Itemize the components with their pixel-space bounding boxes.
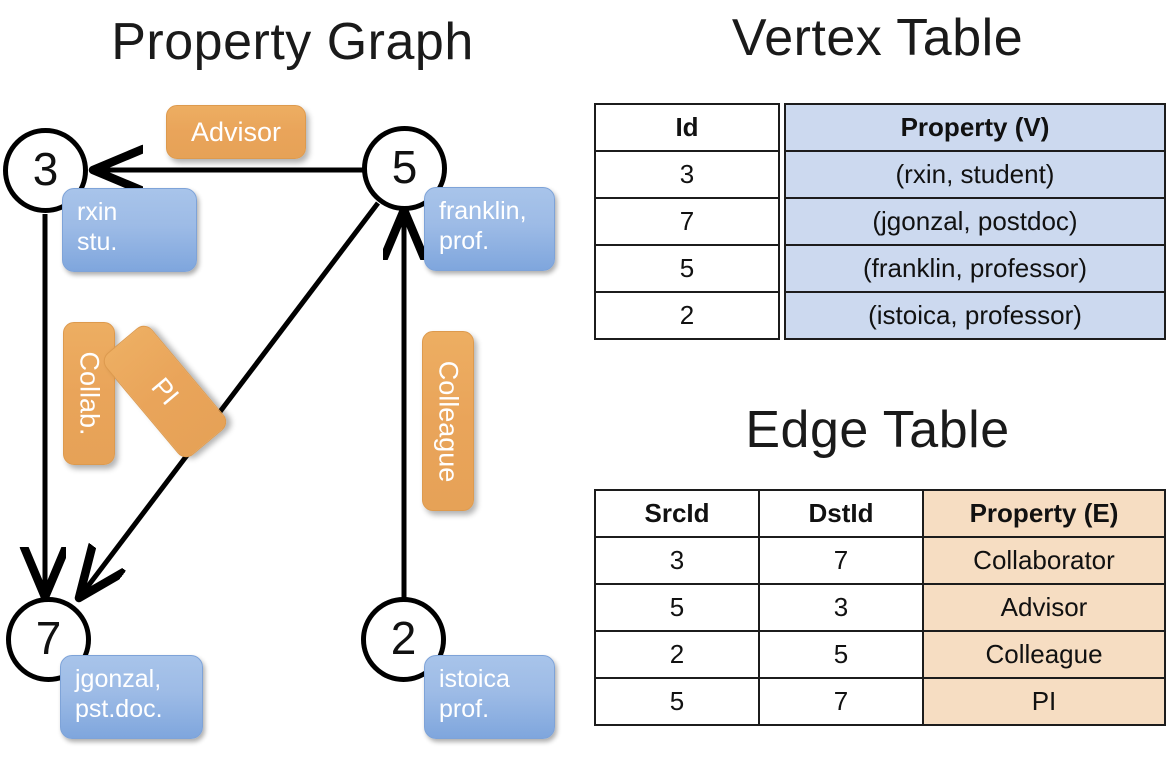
table-row[interactable]: (rxin, student) xyxy=(784,150,1166,199)
graph-node-5[interactable]: 5 xyxy=(362,126,447,211)
edge-header-dstid: DstId xyxy=(758,489,924,538)
vertex-header-id: Id xyxy=(594,103,780,152)
graph-node-2-label: 2 xyxy=(390,611,417,664)
page-title-edge-table: Edge Table xyxy=(745,401,1010,459)
edge-5-7-pi xyxy=(82,201,380,594)
table-row[interactable]: 5 3 xyxy=(594,583,924,632)
node-property-line-2: pst.doc. xyxy=(75,694,163,723)
table-header-row: SrcId DstId xyxy=(594,489,924,538)
edge-cell-property: PI xyxy=(922,677,1166,726)
edge-table-property-column: Property (E) Collaborator Advisor Collea… xyxy=(922,489,1166,726)
node-property-box-jgonzal[interactable]: jgonzal, pst.doc. xyxy=(60,655,203,739)
table-row[interactable]: Collaborator xyxy=(922,536,1166,585)
page-title-property-graph: Property Graph xyxy=(111,13,474,71)
table-row[interactable]: 3 7 xyxy=(594,536,924,585)
edge-label-collab[interactable]: Collab. xyxy=(63,322,115,465)
edge-cell-property: Collaborator xyxy=(922,536,1166,585)
node-property-box-istoica[interactable]: istoica prof. xyxy=(424,655,555,739)
edge-label-pi-text: PI xyxy=(145,371,186,411)
edge-label-advisor-text: Advisor xyxy=(190,116,282,147)
graph-node-3-label: 3 xyxy=(32,142,59,195)
vertex-cell-id: 2 xyxy=(594,291,780,340)
table-row[interactable]: 2 5 xyxy=(594,630,924,679)
graph-node-5-label: 5 xyxy=(391,140,418,193)
edge-cell-srcid: 2 xyxy=(594,630,760,679)
table-row[interactable]: Advisor xyxy=(922,583,1166,632)
edge-header-property: Property (E) xyxy=(922,489,1166,538)
edge-cell-srcid: 5 xyxy=(594,583,760,632)
edge-cell-property: Colleague xyxy=(922,630,1166,679)
table-row[interactable]: 5 xyxy=(594,244,780,293)
table-row[interactable]: Colleague xyxy=(922,630,1166,679)
page-title-vertex-table: Vertex Table xyxy=(731,9,1024,67)
graph-node-2[interactable]: 2 xyxy=(361,597,446,682)
vertex-table-property-column: Property (V) (rxin, student) (jgonzal, p… xyxy=(784,103,1166,340)
vertex-header-property: Property (V) xyxy=(784,103,1166,152)
node-property-line-1: rxin xyxy=(77,198,118,226)
edge-cell-property: Advisor xyxy=(922,583,1166,632)
table-header-row: Property (V) xyxy=(784,103,1166,152)
node-property-line-2: stu. xyxy=(77,227,118,256)
edge-label-colleague-text: Colleague xyxy=(433,360,464,482)
edge-header-srcid: SrcId xyxy=(594,489,760,538)
table-row[interactable]: (franklin, professor) xyxy=(784,244,1166,293)
edge-cell-srcid: 3 xyxy=(594,536,760,585)
node-property-box-rxin[interactable]: rxin stu. xyxy=(62,188,197,272)
edge-cell-dstid: 5 xyxy=(758,630,924,679)
table-row[interactable]: 5 7 xyxy=(594,677,924,726)
vertex-cell-property: (jgonzal, postdoc) xyxy=(784,197,1166,246)
node-property-line-1: jgonzal, xyxy=(75,665,162,693)
table-row[interactable]: 3 xyxy=(594,150,780,199)
node-property-box-franklin[interactable]: franklin, prof. xyxy=(424,187,555,271)
edge-table: SrcId DstId 3 7 5 3 2 5 5 7 Propert xyxy=(594,489,1166,726)
graph-edges-layer xyxy=(0,0,585,760)
table-row[interactable]: PI xyxy=(922,677,1166,726)
vertex-table: Id 3 7 5 2 Property (V) (rxin, student) xyxy=(594,103,1166,340)
edge-cell-srcid: 5 xyxy=(594,677,760,726)
node-property-line-1: istoica xyxy=(439,665,510,693)
table-header-row: Property (E) xyxy=(922,489,1166,538)
table-header-row: Id xyxy=(594,103,780,152)
vertex-cell-id: 5 xyxy=(594,244,780,293)
graph-node-7-label: 7 xyxy=(35,611,62,664)
node-property-line-2: prof. xyxy=(439,694,490,723)
node-property-line-1: franklin, xyxy=(439,197,527,225)
vertex-table-id-column: Id 3 7 5 2 xyxy=(594,103,780,340)
edge-cell-dstid: 3 xyxy=(758,583,924,632)
vertex-cell-property: (rxin, student) xyxy=(784,150,1166,199)
table-row[interactable]: 2 xyxy=(594,291,780,340)
table-row[interactable]: (istoica, professor) xyxy=(784,291,1166,340)
edge-cell-dstid: 7 xyxy=(758,536,924,585)
vertex-cell-id: 7 xyxy=(594,197,780,246)
table-row[interactable]: (jgonzal, postdoc) xyxy=(784,197,1166,246)
vertex-cell-property: (franklin, professor) xyxy=(784,244,1166,293)
vertex-cell-property: (istoica, professor) xyxy=(784,291,1166,340)
edge-table-id-columns: SrcId DstId 3 7 5 3 2 5 5 7 xyxy=(594,489,924,726)
table-row[interactable]: 7 xyxy=(594,197,780,246)
edge-cell-dstid: 7 xyxy=(758,677,924,726)
edge-label-advisor[interactable]: Advisor xyxy=(166,105,306,159)
edge-label-colleague[interactable]: Colleague xyxy=(422,331,474,511)
edge-label-collab-text: Collab. xyxy=(74,351,105,436)
vertex-cell-id: 3 xyxy=(594,150,780,199)
node-property-line-2: prof. xyxy=(439,226,490,255)
